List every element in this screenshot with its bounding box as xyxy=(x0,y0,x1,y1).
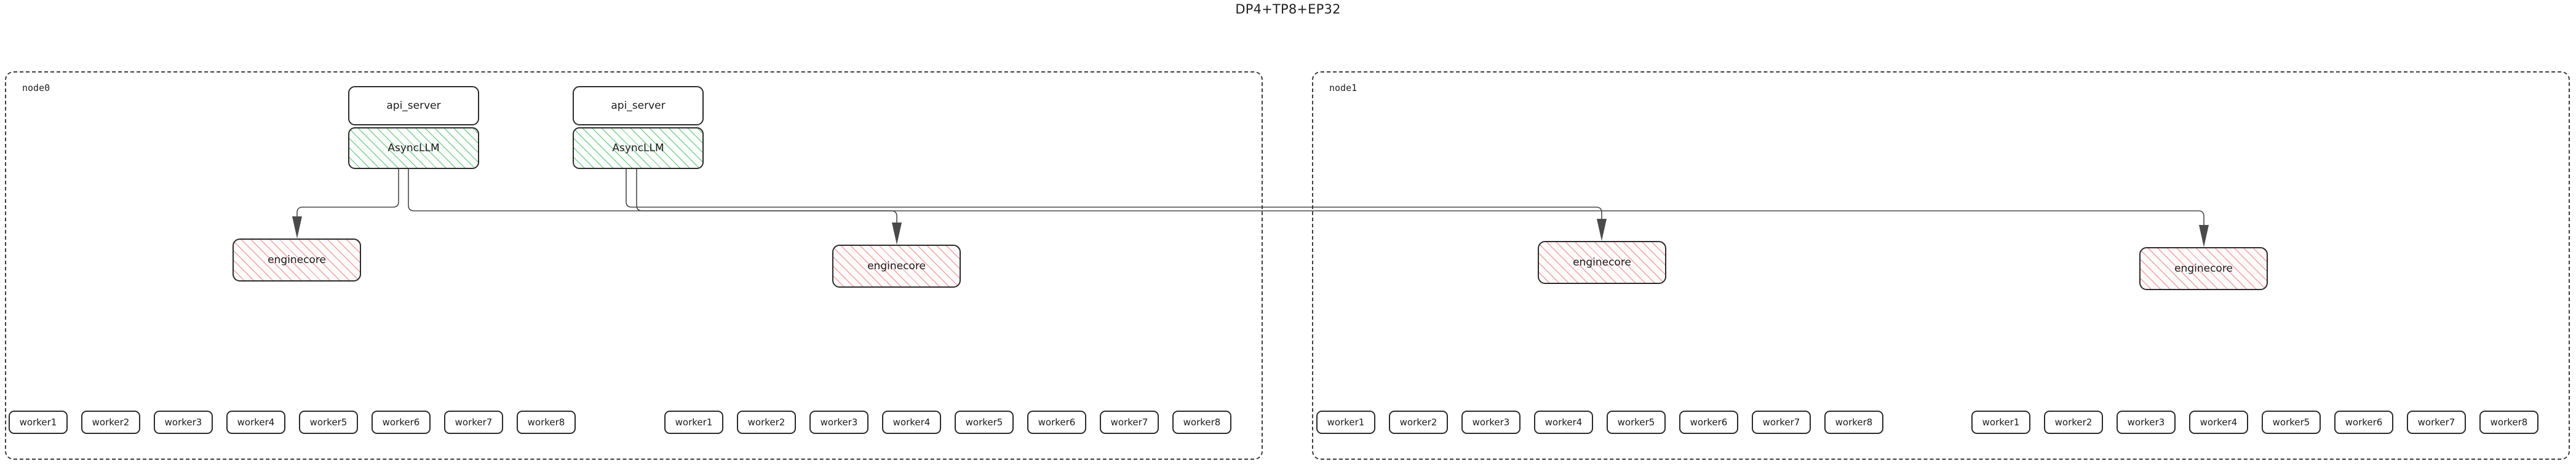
api-server-box-label: api_server xyxy=(386,100,441,112)
worker-box[interactable]: worker3 xyxy=(809,411,869,434)
worker-box[interactable]: worker4 xyxy=(882,411,941,434)
worker-box-label: worker6 xyxy=(1038,417,1076,428)
worker-box[interactable]: worker5 xyxy=(2262,411,2321,434)
worker-box[interactable]: worker7 xyxy=(1100,411,1159,434)
worker-box-label: worker1 xyxy=(675,417,713,428)
engine-core-box-label: enginecore xyxy=(268,254,326,266)
async-llm-box[interactable]: AsyncLLM xyxy=(573,127,704,169)
worker-box-label: worker1 xyxy=(1982,417,2020,428)
engine-core-box[interactable]: enginecore xyxy=(1538,241,1666,284)
worker-box[interactable]: worker8 xyxy=(517,411,576,434)
worker-box[interactable]: worker4 xyxy=(2189,411,2248,434)
worker-box-label: worker2 xyxy=(747,417,785,428)
worker-box-label: worker2 xyxy=(1399,417,1437,428)
worker-box[interactable]: worker5 xyxy=(955,411,1014,434)
worker-box-label: worker5 xyxy=(2272,417,2310,428)
async-llm-box-label: AsyncLLM xyxy=(388,142,440,154)
engine-core-box-label: enginecore xyxy=(1573,256,1631,269)
worker-box[interactable]: worker8 xyxy=(1172,411,1231,434)
worker-box[interactable]: worker8 xyxy=(1824,411,1883,434)
worker-box-label: worker3 xyxy=(820,417,858,428)
api-server-box[interactable]: api_server xyxy=(348,86,479,125)
worker-box[interactable]: worker7 xyxy=(1752,411,1811,434)
page-title: DP4+TP8+EP32 xyxy=(1235,2,1341,17)
worker-box[interactable]: worker2 xyxy=(81,411,140,434)
worker-box-label: worker4 xyxy=(1544,417,1583,428)
engine-core-box[interactable]: enginecore xyxy=(2139,247,2268,290)
worker-box[interactable]: worker1 xyxy=(9,411,68,434)
worker-box[interactable]: worker4 xyxy=(226,411,285,434)
async-llm-box-label: AsyncLLM xyxy=(612,142,664,154)
worker-box[interactable]: worker5 xyxy=(1607,411,1666,434)
worker-box[interactable]: worker8 xyxy=(2479,411,2538,434)
worker-box-label: worker3 xyxy=(2127,417,2165,428)
api-server-box-label: api_server xyxy=(611,100,666,112)
worker-box-label: worker5 xyxy=(965,417,1003,428)
async-llm-box[interactable]: AsyncLLM xyxy=(348,127,479,169)
node-cluster-node0: node0 xyxy=(5,71,1263,460)
node-cluster-node1: node1 xyxy=(1312,71,2570,460)
api-server-box[interactable]: api_server xyxy=(573,86,704,125)
worker-box-label: worker6 xyxy=(382,417,420,428)
worker-box[interactable]: worker2 xyxy=(2044,411,2103,434)
engine-core-box[interactable]: enginecore xyxy=(233,238,361,282)
worker-box-label: worker5 xyxy=(309,417,348,428)
engine-core-box-label: enginecore xyxy=(867,260,926,272)
worker-box[interactable]: worker7 xyxy=(2407,411,2466,434)
worker-box[interactable]: worker6 xyxy=(1679,411,1738,434)
worker-box-label: worker4 xyxy=(892,417,931,428)
worker-box[interactable]: worker7 xyxy=(444,411,503,434)
worker-box[interactable]: worker1 xyxy=(1971,411,2030,434)
worker-box-label: worker1 xyxy=(1327,417,1365,428)
worker-box-label: worker8 xyxy=(527,417,565,428)
worker-box[interactable]: worker6 xyxy=(2334,411,2393,434)
worker-box[interactable]: worker1 xyxy=(664,411,723,434)
worker-box-label: worker2 xyxy=(92,417,130,428)
node-cluster-label-node0: node0 xyxy=(22,82,50,93)
engine-core-box-label: enginecore xyxy=(2174,262,2233,275)
worker-box-label: worker7 xyxy=(455,417,493,428)
worker-box[interactable]: worker2 xyxy=(737,411,796,434)
worker-box[interactable]: worker3 xyxy=(2117,411,2176,434)
worker-box[interactable]: worker2 xyxy=(1389,411,1448,434)
worker-box-label: worker6 xyxy=(1690,417,1728,428)
worker-box-label: worker4 xyxy=(237,417,275,428)
worker-box-label: worker7 xyxy=(1762,417,1800,428)
node-cluster-label-node1: node1 xyxy=(1329,82,1358,93)
worker-box-label: worker8 xyxy=(2490,417,2528,428)
worker-box-label: worker5 xyxy=(1617,417,1655,428)
worker-box-label: worker8 xyxy=(1835,417,1873,428)
worker-box-label: worker7 xyxy=(2417,417,2455,428)
worker-box[interactable]: worker6 xyxy=(1027,411,1086,434)
worker-box[interactable]: worker4 xyxy=(1534,411,1593,434)
worker-box[interactable]: worker1 xyxy=(1316,411,1375,434)
engine-core-box[interactable]: enginecore xyxy=(832,245,961,288)
worker-box-label: worker3 xyxy=(164,417,202,428)
worker-box-label: worker8 xyxy=(1183,417,1221,428)
worker-box[interactable]: worker3 xyxy=(154,411,213,434)
worker-box-label: worker6 xyxy=(2345,417,2383,428)
worker-box-label: worker4 xyxy=(2200,417,2238,428)
worker-box[interactable]: worker3 xyxy=(1461,411,1521,434)
worker-box-label: worker7 xyxy=(1110,417,1148,428)
worker-box[interactable]: worker6 xyxy=(372,411,431,434)
worker-box[interactable]: worker5 xyxy=(299,411,358,434)
worker-box-label: worker2 xyxy=(2054,417,2093,428)
worker-box-label: worker1 xyxy=(19,417,57,428)
worker-box-label: worker3 xyxy=(1472,417,1510,428)
